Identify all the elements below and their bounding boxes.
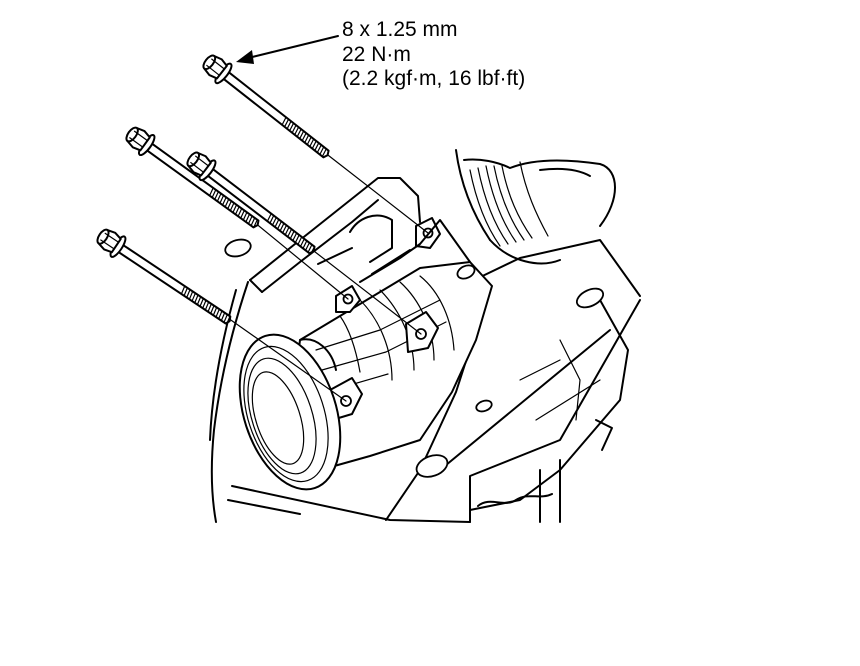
bolts-group [96, 54, 330, 325]
flange-bolt [186, 151, 316, 255]
torque-spec-callout: 8 x 1.25 mm 22 N·m (2.2 kgf·m, 16 lbf·ft… [342, 18, 525, 92]
flange-bolt [202, 54, 330, 159]
flange-bolt [125, 126, 260, 229]
leader-arrow [236, 35, 339, 64]
drive-boot [455, 149, 616, 265]
torque-alt-label: (2.2 kgf·m, 16 lbf·ft) [342, 67, 526, 90]
bolt-size-label: 8 x 1.25 mm [342, 18, 458, 41]
block-holes [224, 238, 605, 478]
bolt-guide-lines [227, 151, 429, 402]
flange-bolt [96, 228, 232, 325]
ac-compressor [238, 214, 493, 491]
torque-nm-label: 22 N·m [342, 42, 411, 66]
engine-block [209, 177, 641, 523]
